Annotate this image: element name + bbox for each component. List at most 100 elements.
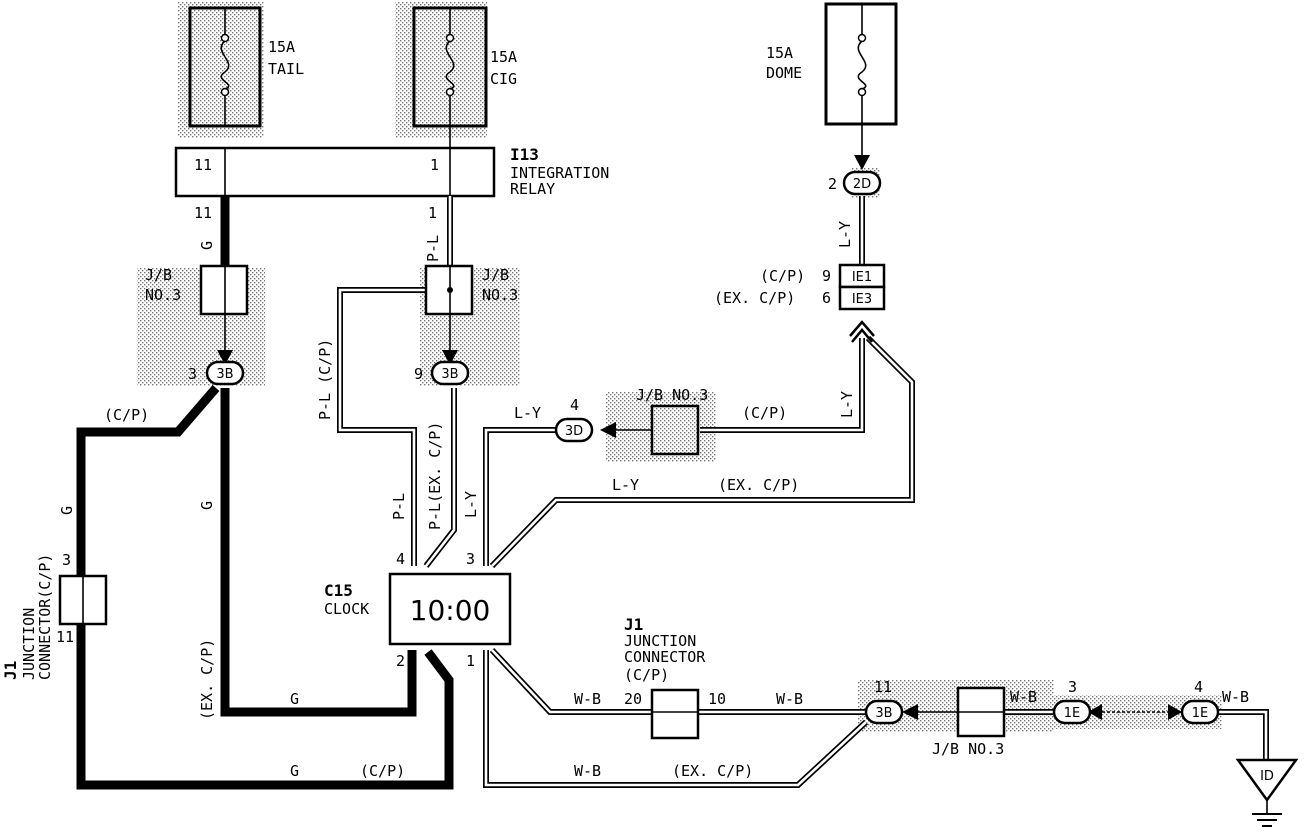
relay-line2: RELAY xyxy=(510,180,555,198)
ie3-pin: 6 xyxy=(822,289,831,307)
relay-id: I13 xyxy=(510,145,539,164)
jb-bottom-label: J/B NO.3 xyxy=(932,740,1004,758)
pin-9-right: 9 xyxy=(414,365,423,383)
jb-left-line1: J/B xyxy=(145,266,172,284)
wire-g-label-left: G xyxy=(58,506,76,515)
fuse-tail-name: TAIL xyxy=(268,60,304,78)
pin-11-below-relay: 11 xyxy=(194,204,212,222)
ie1-cp-label: (C/P) xyxy=(760,267,805,285)
fuse-dome-amp: 15A xyxy=(766,44,793,62)
wire-pl-excp-label: P-L(EX. C/P) xyxy=(426,422,444,530)
clock-name: CLOCK xyxy=(324,600,369,618)
clock-id: C15 xyxy=(324,581,353,600)
clock-pin-3: 3 xyxy=(466,550,475,568)
wire-g-label-top: G xyxy=(198,241,216,250)
pin-3-1e: 3 xyxy=(1068,678,1077,696)
wire-wb: W-B W-B W-B W-B W-B (EX. C/P) xyxy=(483,647,1269,788)
wire-ly: L-Y L-Y L-Y L-Y L-Y (C/P) (EX. C/P) xyxy=(462,196,915,569)
jb-mid: J/B NO.3 xyxy=(636,386,708,456)
clock-pin-1: 1 xyxy=(466,652,475,670)
connector-1e-a-label: 1E xyxy=(1064,706,1081,721)
clock-display: 10:00 xyxy=(410,594,491,627)
pin-3-left: 3 xyxy=(188,365,197,383)
wire-wb-label-2: W-B xyxy=(776,690,803,708)
relay-pin-1: 1 xyxy=(430,156,439,174)
wire-wb-label-1: W-B xyxy=(574,690,601,708)
jcb-pin-20: 20 xyxy=(624,690,642,708)
wire-pl-cp-label: P-L (C/P) xyxy=(316,339,334,420)
jb-right-line2: NO.3 xyxy=(482,286,518,304)
connector-3b-bottom-label: 3B xyxy=(875,706,892,721)
jb-left-line2: NO.3 xyxy=(145,286,181,304)
pin-1-below-relay: 1 xyxy=(428,204,437,222)
connector-ie3-label: IE3 xyxy=(852,292,872,307)
jb-mid-label: J/B NO.3 xyxy=(636,386,708,404)
wire-pl: 1 P-L P-L (C/P) P-L P-L(EX. C/P) xyxy=(316,196,458,568)
shaded-areas xyxy=(137,2,1222,732)
fuse-cig: 15A CIG xyxy=(412,6,517,148)
connector-3b-left: 3B 3 xyxy=(188,360,245,386)
jcb-line1: JUNCTION xyxy=(624,632,696,650)
fuse-tail: 15A TAIL xyxy=(188,6,304,128)
jb-right-line1: J/B xyxy=(482,266,509,284)
jcb-line3: (C/P) xyxy=(624,666,669,684)
wire-g-excp-label: (EX. C/P) xyxy=(198,639,216,720)
clock: 10:00 C15 CLOCK 4 3 2 1 xyxy=(324,550,512,670)
jcl-id: J1 xyxy=(1,661,20,680)
wire-wb-label-bottom: W-B xyxy=(574,762,601,780)
ground-id: ID xyxy=(1235,758,1299,827)
wire-wb-excp-label: (EX. C/P) xyxy=(672,762,753,780)
fuse-dome-name: DOME xyxy=(766,64,802,82)
clock-pin-2: 2 xyxy=(396,652,405,670)
wire-ly-label-mid: L-Y xyxy=(612,476,639,494)
ie3-excp-label: (EX. C/P) xyxy=(714,289,795,307)
connector-1e-b-label: 1E xyxy=(1192,706,1209,721)
connector-2d: 2D 2 xyxy=(828,170,882,196)
jcl-line2: CONNECTOR(C/P) xyxy=(36,554,54,680)
jcl-pin-3: 3 xyxy=(62,551,71,569)
wire-wb-label-4: W-B xyxy=(1222,688,1249,706)
wire-ly-label-top: L-Y xyxy=(836,221,854,248)
wire-ly-cp-label: (C/P) xyxy=(742,404,787,422)
wire-g-label-bottom1: G xyxy=(290,690,299,708)
wire-g-label-mid: G xyxy=(198,501,216,510)
jb-left: J/B NO.3 xyxy=(145,264,249,316)
wire-g-cp-label: (C/P) xyxy=(104,406,149,424)
jb-right: J/B NO.3 xyxy=(424,264,518,316)
fuse-cig-name: CIG xyxy=(490,70,517,88)
connector-3b-right-label: 3B xyxy=(441,367,458,382)
junction-connector-bottom: J1 JUNCTION CONNECTOR (C/P) 20 10 xyxy=(624,615,726,740)
wire-ly-label-right: L-Y xyxy=(838,391,856,418)
connector-2d-label: 2D xyxy=(853,177,871,192)
pin-11-3b-bottom: 11 xyxy=(874,678,892,696)
connector-ie: IE1 IE3 (C/P) 9 (EX. C/P) 6 xyxy=(714,263,886,311)
jcl-line1: JUNCTION xyxy=(20,608,38,680)
ground-id-label: ID xyxy=(1260,769,1274,784)
wire-ly-excp-label: (EX. C/P) xyxy=(718,476,799,494)
wire-pl-label-top: P-L xyxy=(424,235,442,262)
connector-1e-a: 1E 3 xyxy=(1052,678,1092,725)
relay-pin-11: 11 xyxy=(194,156,212,174)
jb-bottom: J/B NO.3 xyxy=(932,686,1006,758)
fuse-cig-amp: 15A xyxy=(490,48,517,66)
wire-ly-label-clock: L-Y xyxy=(462,491,480,518)
wire-g-left: 11 G G G G G (C/P) (C/P) (EX. C/P) xyxy=(58,196,454,790)
fuse-dome: 15A DOME xyxy=(766,2,898,170)
ie1-pin: 9 xyxy=(822,267,831,285)
connector-3d-label: 3D xyxy=(565,424,583,439)
connector-ie1-label: IE1 xyxy=(852,270,872,285)
pin-4-3d: 4 xyxy=(570,396,579,414)
wire-ly-label-3d: L-Y xyxy=(514,404,541,422)
wire-g-label-bottom2: G xyxy=(290,762,299,780)
wire-pl-label-mid: P-L xyxy=(390,493,408,520)
relay-line1: INTEGRATION xyxy=(510,164,609,182)
integration-relay: 11 1 I13 INTEGRATION RELAY xyxy=(174,145,609,198)
connector-3d: 3D 4 xyxy=(554,396,594,443)
connector-3b-left-label: 3B xyxy=(216,367,233,382)
clock-pin-4: 4 xyxy=(396,550,405,568)
connector-3b-bottom: 3B 11 xyxy=(864,678,904,725)
fuse-tail-amp: 15A xyxy=(268,38,295,56)
connector-3b-right: 3B 9 xyxy=(414,360,470,386)
junction-connector-left: 3 11 J1 JUNCTION CONNECTOR(C/P) xyxy=(1,551,108,680)
